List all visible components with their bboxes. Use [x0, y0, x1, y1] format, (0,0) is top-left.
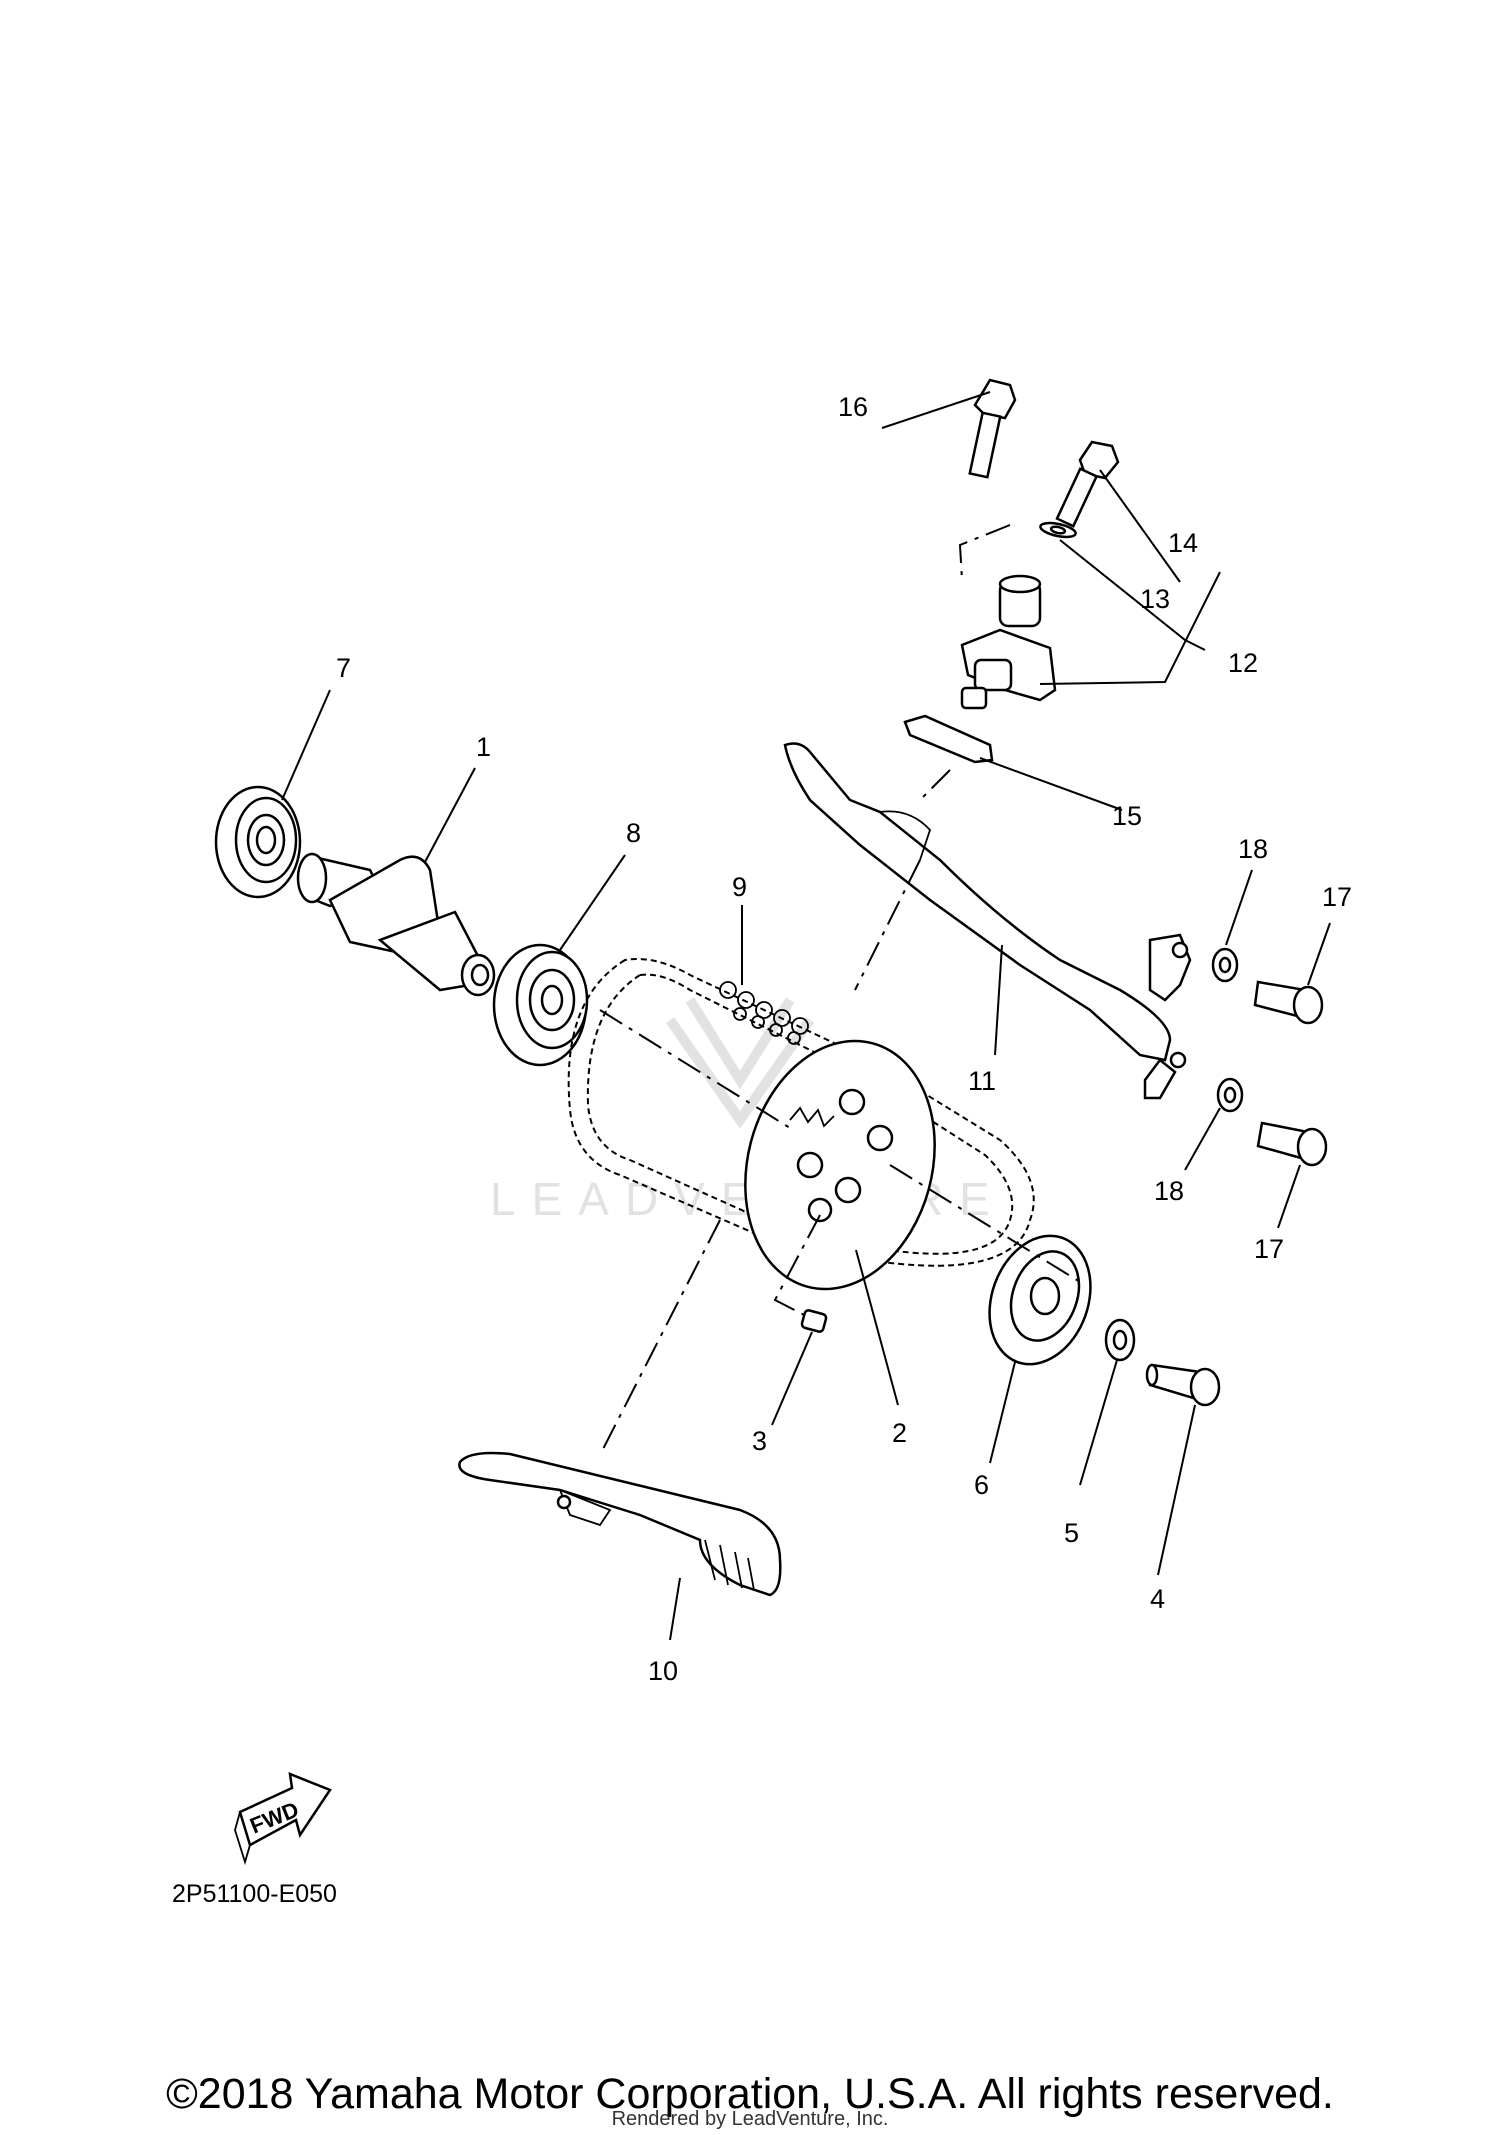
part-2-cam-sprocket	[744, 1039, 936, 1291]
part-18-washer-lower	[1216, 1077, 1244, 1113]
callout-15: 15	[1112, 801, 1142, 831]
part-code: 2P51100-E050	[172, 1880, 337, 1908]
part-10-chain-guide	[458, 1451, 782, 1597]
part-3-dowel-pin	[773, 1214, 828, 1333]
callout-6: 6	[974, 1470, 989, 1500]
callout-7: 7	[336, 653, 351, 683]
callout-16: 16	[838, 392, 868, 422]
callout-14: 14	[1168, 528, 1198, 558]
callout-5: 5	[1064, 1518, 1079, 1548]
renderer-credit: Rendered by LeadVenture, Inc.	[611, 2108, 889, 2130]
callout-8: 8	[626, 818, 641, 848]
part-16-bolt	[968, 378, 1017, 479]
assembly-lines	[599, 524, 1086, 1456]
callout-18-upper: 18	[1238, 834, 1268, 864]
callout-18-lower: 18	[1154, 1176, 1184, 1206]
part-12-tensioner	[960, 574, 1057, 710]
part-6-plate	[988, 1234, 1092, 1366]
fwd-arrow-icon: FWD	[234, 1772, 332, 1866]
part-18-washer-upper	[1211, 947, 1239, 983]
callout-12: 12	[1228, 648, 1258, 678]
part-14-bolt	[1055, 440, 1120, 528]
part-17-bolt-lower	[1256, 1121, 1328, 1167]
part-5-washer	[1104, 1318, 1136, 1362]
callout-17-upper: 17	[1322, 882, 1352, 912]
leader-lines	[281, 391, 1331, 1641]
part-11-tensioner-guide	[783, 742, 1192, 1100]
part-7-bearing	[214, 785, 302, 899]
part-13-gasket	[1039, 521, 1077, 539]
callout-2: 2	[892, 1418, 907, 1448]
callout-17-lower: 17	[1254, 1234, 1284, 1264]
callout-4: 4	[1150, 1584, 1165, 1614]
callout-9: 9	[732, 872, 747, 902]
callout-10: 10	[648, 1656, 678, 1686]
callout-11: 11	[968, 1066, 996, 1096]
part-1-camshaft	[296, 852, 496, 997]
part-8-bearing	[492, 943, 589, 1067]
copyright: ©2018 Yamaha Motor Corporation, U.S.A. A…	[166, 2070, 1334, 2118]
part-15-gasket	[903, 714, 994, 764]
callouts: 7 1 8 9 16 14 13 12 15 18 17 11 18 17 3 …	[336, 392, 1352, 1686]
part-17-bolt-upper	[1253, 980, 1324, 1025]
callout-1: 1	[476, 732, 491, 762]
callout-3: 3	[752, 1426, 767, 1456]
part-4-bolt	[1145, 1363, 1221, 1407]
callout-13: 13	[1140, 584, 1170, 614]
